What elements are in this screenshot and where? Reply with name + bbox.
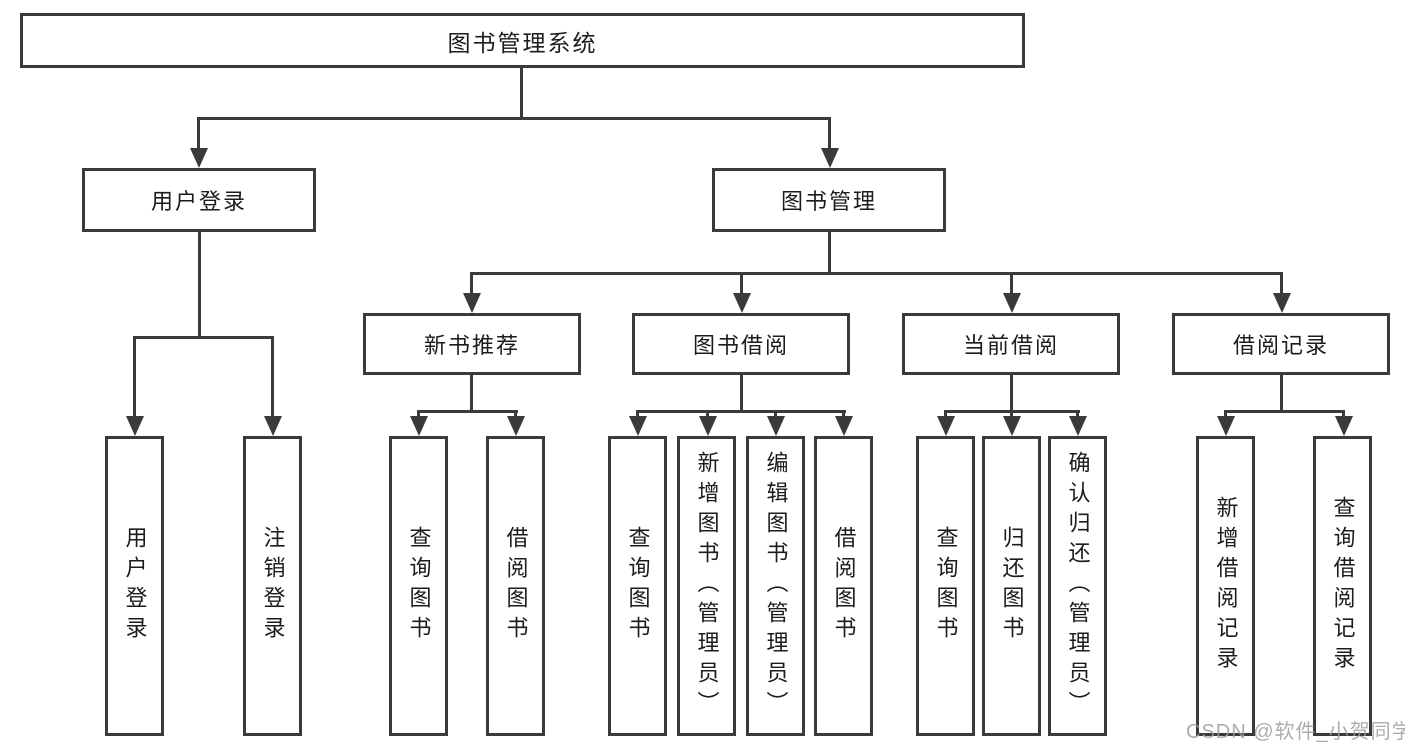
leaf-user-login: 用户登录 [105,436,164,736]
connector-line [1280,375,1283,413]
node-book-management: 图书管理 [712,168,946,232]
connector-line [520,68,523,120]
node-book-borrowing: 图书借阅 [632,313,850,375]
arrow-down-icon [1217,416,1235,436]
arrow-down-icon [937,416,955,436]
leaf-borrow-books-recommend: 借阅图书 [486,436,545,736]
connector-line [470,375,473,413]
connector-line [1342,410,1345,419]
connector-line [470,272,473,296]
connector-line [198,232,201,339]
arrow-down-icon [507,416,525,436]
arrow-down-icon [821,148,839,168]
connector-line [1224,410,1345,413]
connector-line [1280,272,1283,296]
connector-line [740,272,743,296]
arrow-down-icon [629,416,647,436]
connector-line [133,336,136,418]
connector-line [271,336,274,418]
arrow-down-icon [1003,293,1021,313]
node-library-system: 图书管理系统 [20,13,1025,68]
node-new-book-recommendation: 新书推荐 [363,313,581,375]
connector-line [514,410,517,419]
leaf-logout: 注销登录 [243,436,302,736]
node-user-login: 用户登录 [82,168,316,232]
connector-line [1010,272,1013,296]
arrow-down-icon [835,416,853,436]
leaf-confirm-return-admin: 确认归还（管理员） [1048,436,1107,736]
connector-line [636,410,639,419]
arrow-down-icon [126,416,144,436]
arrow-down-icon [699,416,717,436]
arrow-down-icon [1003,416,1021,436]
arrow-down-icon [463,293,481,313]
connector-line [197,117,831,120]
connector-line [828,117,831,150]
arrow-down-icon [1069,416,1087,436]
connector-line [842,410,845,419]
leaf-return-book: 归还图书 [982,436,1041,736]
leaf-query-books-current: 查询图书 [916,436,975,736]
connector-line [1224,410,1227,419]
watermark: CSDN @软件_小贺同学 [1186,721,1405,743]
connector-line [706,410,709,419]
arrow-down-icon [1335,416,1353,436]
arrow-down-icon [733,293,751,313]
connector-line [417,410,518,413]
connector-line [1010,375,1013,413]
leaf-borrow-books-borrowing: 借阅图书 [814,436,873,736]
leaf-add-book-admin: 新增图书（管理员） [677,436,736,736]
connector-line [828,232,831,275]
leaf-query-books-borrowing: 查询图书 [608,436,667,736]
connector-line [1010,410,1013,419]
connector-line [470,272,1283,275]
arrow-down-icon [264,416,282,436]
connector-line [774,410,777,419]
connector-line [740,375,743,413]
leaf-query-books-recommend: 查询图书 [389,436,448,736]
arrow-down-icon [767,416,785,436]
arrow-down-icon [1273,293,1291,313]
connector-line [197,117,200,150]
leaf-edit-book-admin: 编辑图书（管理员） [746,436,805,736]
leaf-query-borrow-record: 查询借阅记录 [1313,436,1372,736]
node-borrowing-records: 借阅记录 [1172,313,1390,375]
arrow-down-icon [410,416,428,436]
arrow-down-icon [190,148,208,168]
leaf-add-borrow-record: 新增借阅记录 [1196,436,1255,736]
connector-line [636,410,846,413]
connector-line [944,410,947,419]
connector-line [133,336,274,339]
connector-line [1076,410,1079,419]
node-current-borrowing: 当前借阅 [902,313,1120,375]
connector-line [417,410,420,419]
